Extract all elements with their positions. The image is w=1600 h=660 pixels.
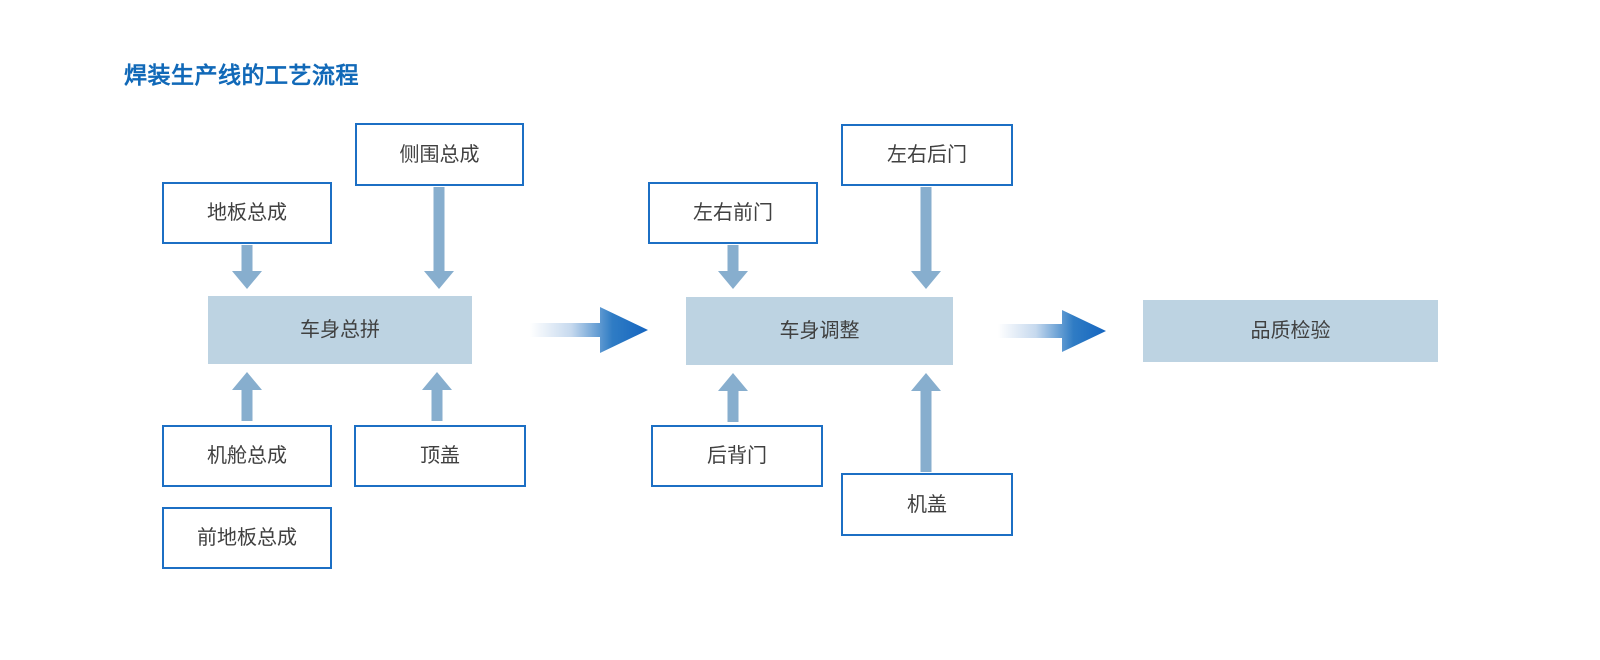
node-label: 车身总拼 — [300, 319, 380, 341]
node-rear-doors[interactable]: 左右后门 — [841, 124, 1013, 186]
node-label: 侧围总成 — [399, 143, 480, 166]
node-label: 顶盖 — [420, 445, 460, 467]
node-label: 机盖 — [907, 493, 947, 516]
node-quality-inspection[interactable]: 品质检验 — [1143, 300, 1438, 362]
node-hood[interactable]: 机盖 — [841, 473, 1013, 536]
arrow-framing-to-adjustment — [530, 305, 648, 355]
node-body-adjustment[interactable]: 车身调整 — [686, 297, 953, 365]
node-side-panel-assembly[interactable]: 侧围总成 — [355, 123, 524, 186]
node-label: 车身调整 — [779, 320, 860, 342]
node-label: 左右后门 — [887, 144, 967, 166]
node-floor-assembly[interactable]: 地板总成 — [162, 182, 332, 244]
node-roof-panel[interactable]: 顶盖 — [354, 425, 526, 487]
node-label: 机舱总成 — [207, 445, 287, 467]
node-label: 地板总成 — [207, 202, 287, 224]
node-label: 后背门 — [707, 445, 767, 467]
node-label: 左右前门 — [693, 202, 773, 224]
node-front-floor-assembly[interactable]: 前地板总成 — [162, 507, 332, 569]
arrow-adjustment-to-inspection — [998, 308, 1106, 354]
node-front-doors[interactable]: 左右前门 — [648, 182, 818, 244]
node-tailgate[interactable]: 后背门 — [651, 425, 823, 487]
node-engine-bay-assembly[interactable]: 机舱总成 — [162, 425, 332, 487]
node-label: 品质检验 — [1250, 320, 1331, 342]
page-title: 焊装生产线的工艺流程 — [124, 62, 359, 88]
node-body-framing[interactable]: 车身总拼 — [208, 296, 472, 364]
node-label: 前地板总成 — [197, 527, 297, 549]
